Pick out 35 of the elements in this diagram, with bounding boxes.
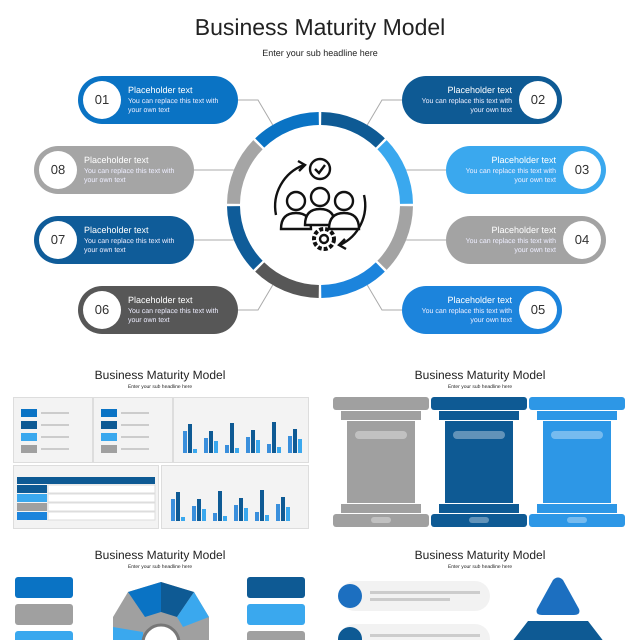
connector-line (238, 284, 274, 310)
step-heading: Placeholder text (491, 155, 556, 165)
step-heading: Placeholder text (128, 85, 193, 95)
step-number: 02 (519, 81, 557, 119)
step-heading: Placeholder text (84, 225, 149, 235)
step-heading: Placeholder text (491, 225, 556, 235)
slide-title: Business Maturity Model (94, 548, 226, 562)
connector-line (238, 100, 274, 126)
segmented-ring (227, 112, 413, 298)
step-heading: Placeholder text (447, 295, 512, 305)
step-number: 07 (39, 221, 77, 259)
connector-line (366, 284, 402, 310)
step-pill (78, 286, 238, 334)
title: Business Maturity Model (194, 14, 446, 41)
step-heading: Placeholder text (84, 155, 149, 165)
step-pill (402, 286, 562, 334)
subtitle: Enter your sub headline here (262, 48, 378, 58)
connector-line (366, 100, 402, 126)
step-heading: Placeholder text (128, 295, 193, 305)
step-heading: Placeholder text (447, 85, 512, 95)
slide-title: Business Maturity Model (414, 548, 546, 562)
step-number: 05 (519, 291, 557, 329)
slide-title: Business Maturity Model (414, 368, 546, 382)
step-pill (34, 216, 194, 264)
step-pill (34, 146, 194, 194)
step-number: 06 (83, 291, 121, 329)
step-number: 01 (83, 81, 121, 119)
step-pill (402, 76, 562, 124)
step-number: 04 (563, 221, 601, 259)
step-pill (78, 76, 238, 124)
step-number: 08 (39, 151, 77, 189)
step-number: 03 (563, 151, 601, 189)
step-pill (446, 146, 606, 194)
step-pill (446, 216, 606, 264)
slide-title: Business Maturity Model (94, 368, 226, 382)
